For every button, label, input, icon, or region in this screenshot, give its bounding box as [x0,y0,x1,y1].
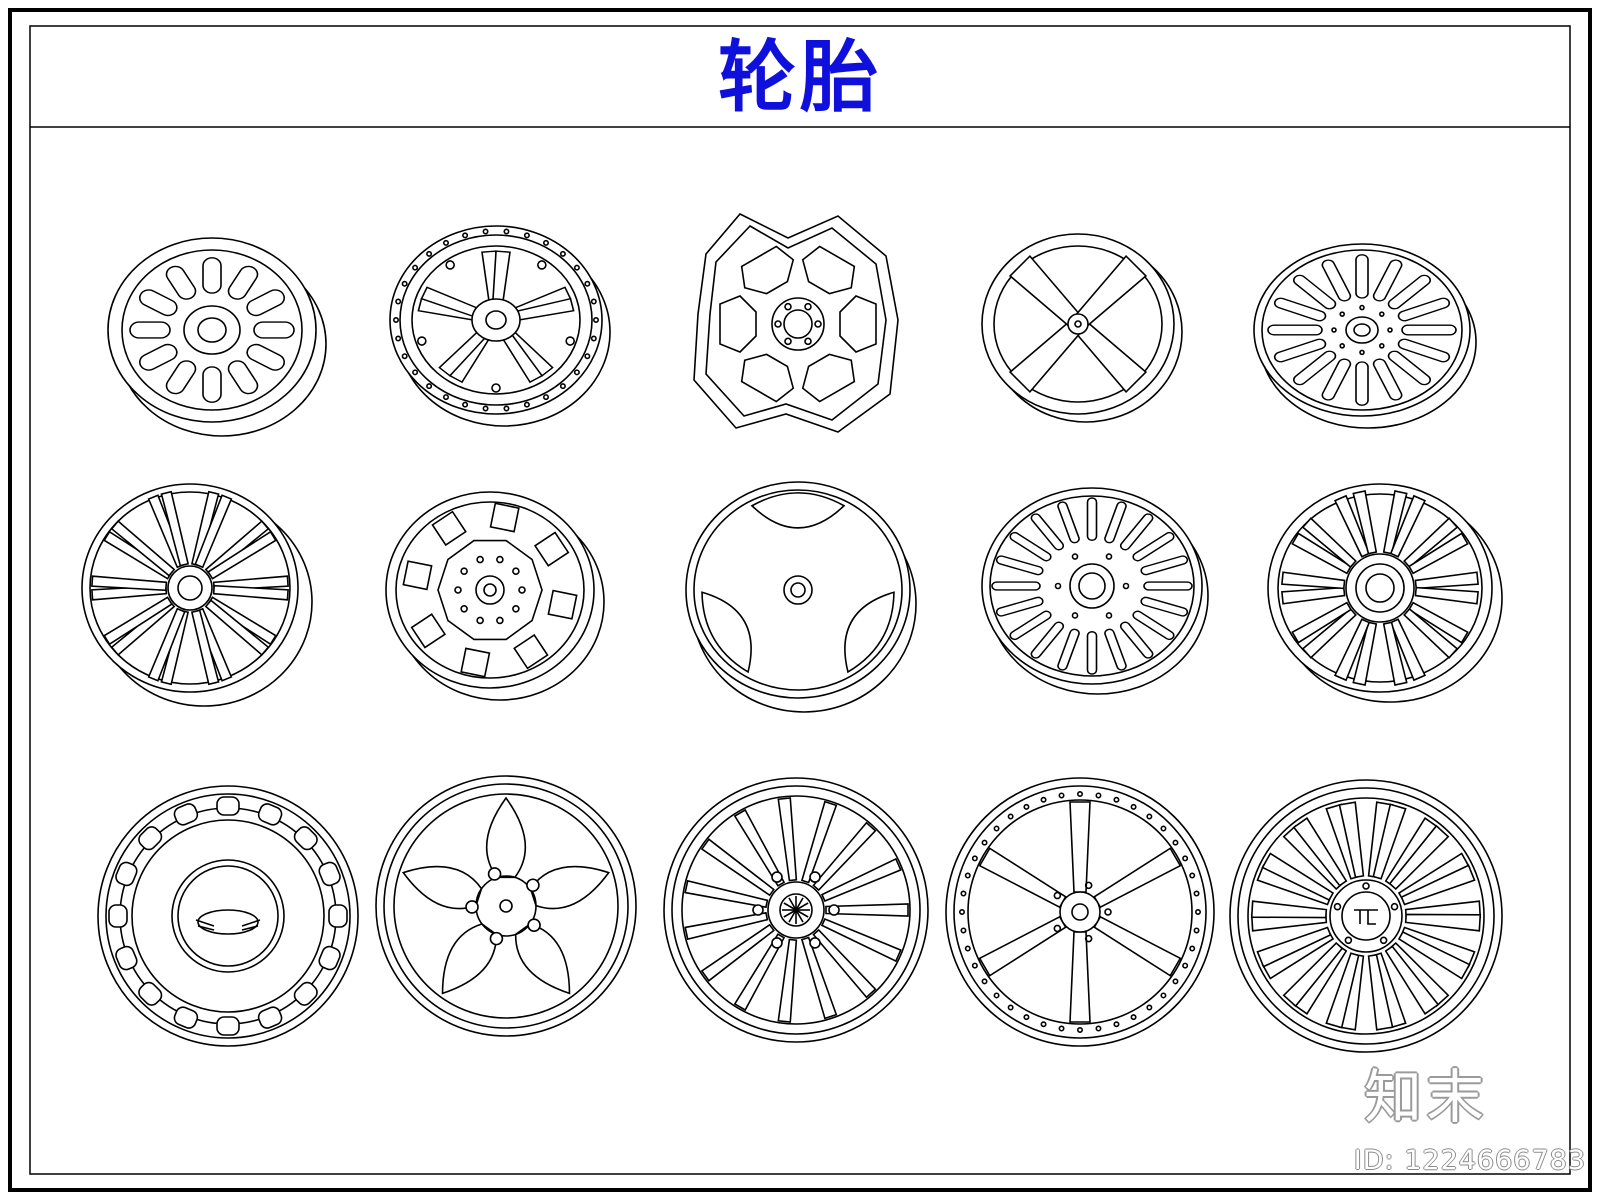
wheel-fifteen-spoke [663,777,929,1043]
wheel-polygon-window [385,491,605,701]
outer-border [8,8,1592,1192]
wheel-bottle-slot-disc [981,487,1209,695]
wheel-five-star-curved [375,775,637,1037]
wheel-twin-spoke-bolted-rim [389,225,611,427]
wheel-drawings [81,213,1503,1053]
wheel-multi-spoke-deep [81,483,313,707]
wheel-steel-hubcap-badge [97,785,359,1047]
wheel-three-spoke-propeller [685,481,917,713]
brand-watermark: 知末 [1363,1063,1488,1131]
image-id-watermark: ID: 1224666783 [1353,1145,1586,1176]
wheel-split-spoke-badge [1229,779,1503,1053]
wheel-dotted-slot-disc [1253,243,1477,429]
wheel-split-spoke-disc [1267,483,1503,703]
wheel-six-spoke-bolted [945,777,1215,1047]
inner-border [29,25,1571,1175]
wheel-lattice-oval [107,237,327,437]
wheel-four-spoke [981,233,1183,423]
wheel-hexagon-cutout [693,213,899,433]
page-title: 轮胎 [717,33,882,123]
